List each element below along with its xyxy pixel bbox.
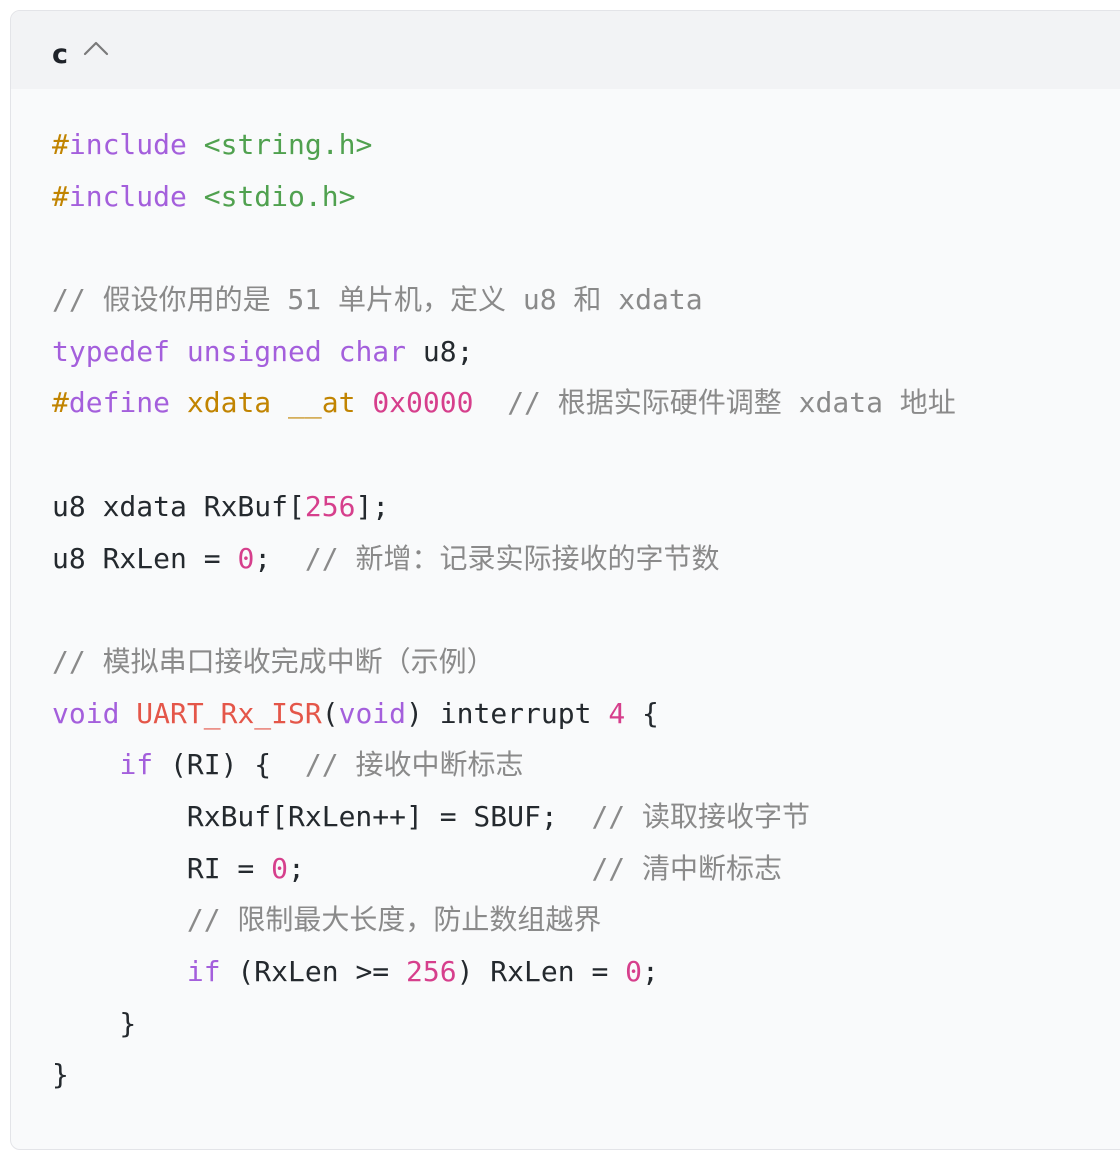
code-token-plain	[322, 335, 339, 368]
code-line: RxBuf[RxLen++] = SBUF; // 读取接收字节	[52, 791, 1120, 843]
code-token-cmt: // 读取接收字节	[591, 799, 811, 833]
code-token-num: 4	[608, 696, 626, 730]
code-token-plain: ;	[288, 851, 592, 885]
code-line: }	[52, 1049, 1120, 1101]
code-token-plain: ];	[355, 489, 390, 523]
code-token-kw: include	[68, 179, 187, 213]
code-line: #include <stdio.h>	[52, 171, 1120, 223]
code-token-plain	[52, 955, 187, 988]
code-token-plain	[52, 903, 187, 936]
code-token-plain: (RI) {	[153, 748, 305, 782]
code-token-plain: ) interrupt	[406, 696, 609, 730]
code-token-cmt: // 假设你用的是 51 单片机，定义 u8 和 xdata	[52, 283, 703, 317]
code-block: c #include <string.h>#include <stdio.h> …	[10, 10, 1120, 1150]
code-token-hash: #	[52, 179, 69, 213]
code-token-plain	[170, 335, 187, 368]
code-token-plain: u8 RxLen =	[52, 541, 238, 575]
code-token-plain	[473, 386, 507, 419]
code-token-cmt: // 新增：记录实际接收的字节数	[304, 541, 720, 575]
code-line: }	[52, 998, 1120, 1050]
code-token-macro: xdata	[186, 386, 272, 420]
code-token-plain: ;	[254, 541, 305, 575]
code-line	[52, 429, 1120, 481]
code-token-cmt: // 清中断标志	[591, 851, 783, 885]
code-token-kw: void	[52, 696, 120, 730]
code-line: RI = 0; // 清中断标志	[52, 843, 1120, 895]
code-line: // 假设你用的是 51 单片机，定义 u8 和 xdata	[52, 274, 1120, 326]
code-token-kw: unsigned	[186, 334, 322, 368]
code-token-kw: char	[338, 334, 407, 368]
code-token-kw: define	[68, 386, 171, 420]
code-line: #define xdata __at 0x0000 // 根据实际硬件调整 xd…	[52, 377, 1120, 429]
code-token-plain: }	[52, 1058, 69, 1092]
code-line: // 限制最大长度，防止数组越界	[52, 894, 1120, 946]
code-token-num: 0	[271, 851, 289, 885]
code-token-num: 256	[304, 489, 356, 523]
code-token-cmt: // 根据实际硬件调整 xdata 地址	[507, 386, 956, 420]
code-token-fn: UART_Rx_ISR	[136, 696, 322, 730]
code-token-cmt: // 限制最大长度，防止数组越界	[186, 903, 602, 937]
code-line	[52, 222, 1120, 274]
code-line: u8 xdata RxBuf[256];	[52, 481, 1120, 533]
code-token-cmt: // 模拟串口接收完成中断（示例）	[52, 644, 495, 678]
code-token-plain: ;	[642, 955, 659, 988]
code-token-hash: #	[52, 128, 69, 161]
code-token-plain: u8 xdata RxBuf[	[52, 489, 305, 523]
code-token-plain	[119, 697, 136, 730]
chevron-up-icon	[83, 41, 109, 56]
code-block-header: c	[11, 11, 1120, 89]
code-token-num: 0	[625, 955, 643, 988]
code-content[interactable]: #include <string.h>#include <stdio.h> //…	[11, 89, 1120, 1101]
code-token-num: 256	[406, 955, 457, 988]
code-token-macro: __at	[288, 386, 356, 420]
code-token-kw: include	[68, 128, 187, 161]
code-token-str: <stdio.h>	[203, 179, 356, 213]
code-line: #include <string.h>	[52, 119, 1120, 171]
code-line: u8 RxLen = 0; // 新增：记录实际接收的字节数	[52, 533, 1120, 585]
code-line: // 模拟串口接收完成中断（示例）	[52, 636, 1120, 688]
code-line: if (RxLen >= 256) RxLen = 0;	[52, 946, 1120, 998]
code-line: if (RI) { // 接收中断标志	[52, 739, 1120, 791]
language-label: c	[52, 38, 69, 70]
code-token-plain: (	[321, 696, 339, 730]
code-token-plain: ) RxLen =	[456, 955, 626, 988]
code-token-plain	[52, 748, 119, 781]
code-token-plain	[170, 386, 187, 419]
code-token-plain: RxBuf[RxLen++] = SBUF;	[52, 799, 592, 833]
code-token-num: 0	[237, 541, 255, 575]
code-token-kw: void	[338, 696, 407, 730]
code-token-plain: }	[52, 1006, 137, 1040]
code-token-plain	[187, 128, 204, 161]
code-token-plain	[355, 386, 372, 419]
code-token-plain	[187, 180, 204, 213]
collapse-button[interactable]	[82, 36, 110, 60]
code-line: typedef unsigned char u8;	[52, 326, 1120, 378]
code-token-kw: if	[119, 748, 154, 782]
code-line	[52, 584, 1120, 636]
code-token-str: <string.h>	[203, 128, 373, 161]
code-token-hash: #	[52, 386, 69, 420]
code-token-kw: typedef	[52, 334, 171, 368]
code-token-plain: {	[625, 696, 659, 730]
code-token-kw: if	[186, 955, 221, 988]
code-token-num: 0x0000	[372, 386, 474, 420]
code-token-cmt: // 接收中断标志	[304, 748, 524, 782]
code-token-plain: (RxLen >=	[220, 955, 407, 988]
code-token-plain: u8;	[406, 334, 474, 368]
code-line: void UART_Rx_ISR(void) interrupt 4 {	[52, 688, 1120, 740]
code-token-plain	[271, 386, 288, 419]
code-token-plain: RI =	[52, 851, 272, 885]
